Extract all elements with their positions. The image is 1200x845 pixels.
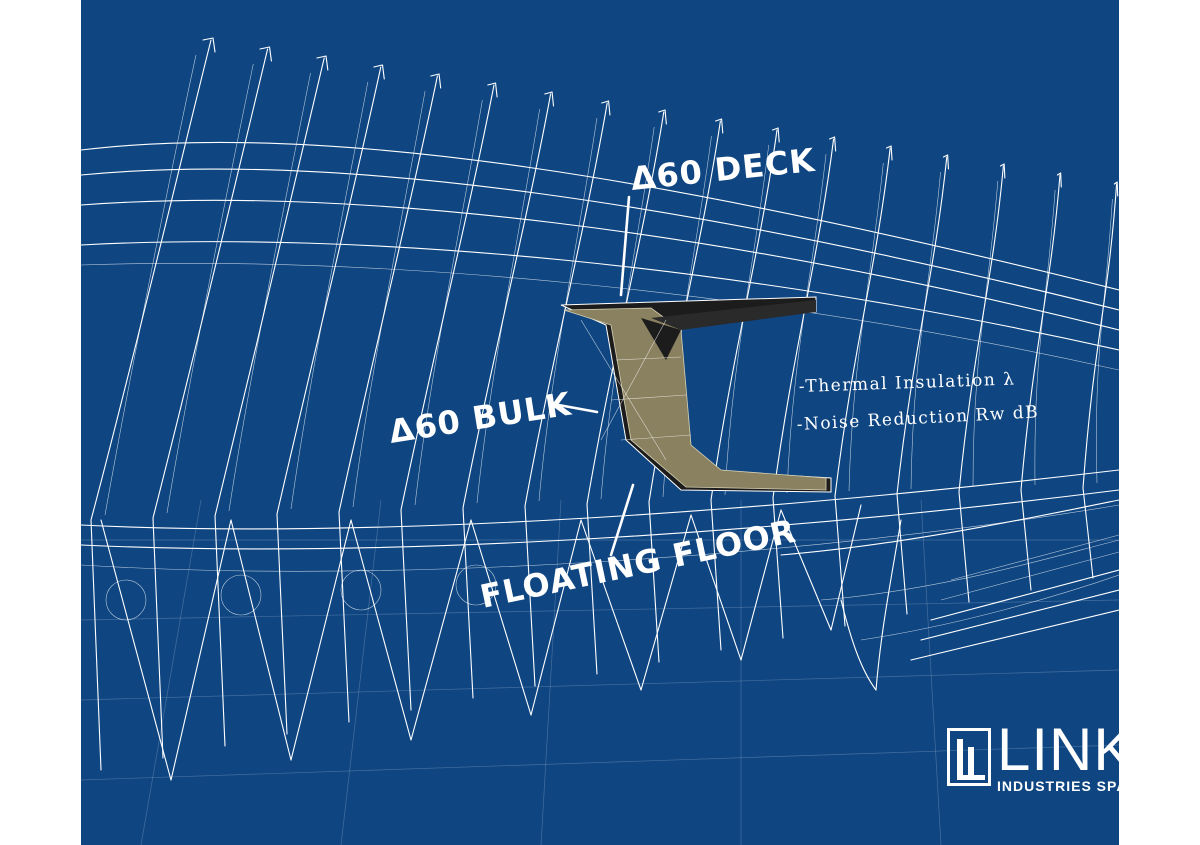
- frame-cap-1: [202, 37, 216, 53]
- hull-frame-5: [338, 75, 438, 723]
- hull-frame-inner-12: [786, 153, 827, 494]
- hull-frame-inner-3: [228, 72, 311, 512]
- frame-cap-9: [658, 109, 667, 125]
- frame-cap-16: [1056, 172, 1062, 188]
- floor-label: FLOATING FLOOR: [477, 512, 800, 616]
- hull-frame-8: [524, 102, 608, 687]
- hull-frame-1: [90, 39, 212, 771]
- logo-mark-icon: [947, 728, 991, 786]
- floor-leader-line: [609, 483, 635, 557]
- frame-cap-15: [999, 163, 1006, 179]
- frame-cap-4: [373, 64, 385, 80]
- frame-cap-3: [316, 55, 329, 71]
- portholes: [105, 564, 497, 621]
- hull-frame-6: [400, 84, 495, 711]
- hull-frame-13: [834, 147, 891, 627]
- blueprint-panel: Δ60 DECK Δ60 BULK FLOATING FLOOR -Therma…: [81, 0, 1119, 845]
- hull-frame-inner-16: [1034, 189, 1056, 486]
- thermal-note: -Thermal Insulation λ: [798, 369, 1015, 397]
- hull-frame-inner-7: [476, 108, 540, 504]
- frame-cap-2: [259, 46, 272, 62]
- hull-frame-inner-2: [166, 63, 254, 514]
- annotation-leaders: [551, 195, 635, 557]
- hull-frame-2: [152, 48, 269, 759]
- diagonal-bracing: [100, 504, 862, 781]
- hull-frame-inner-13: [848, 162, 884, 492]
- hull-frame-inner-15: [972, 180, 999, 488]
- frame-cap-13: [885, 145, 893, 161]
- hull-frame-16: [1020, 174, 1061, 591]
- background-grid: [81, 499, 1119, 845]
- hull-frame-inner-1: [104, 54, 197, 516]
- hull-frame-15: [958, 165, 1004, 603]
- hull-frame-7: [462, 93, 552, 699]
- frame-cap-8: [601, 100, 611, 116]
- logo-subtitle: INDUSTRIES SPA: [997, 778, 1119, 794]
- hull-frame-inner-17: [1096, 198, 1113, 484]
- hull-frame-inner-4: [290, 81, 369, 510]
- hull-frame-14: [896, 156, 948, 615]
- hull-frame-inner-8: [538, 117, 598, 502]
- frame-cap-6: [487, 82, 498, 98]
- bulk-leader-line: [551, 402, 599, 414]
- longitudinal-lines: [81, 141, 1119, 641]
- hull-frame-11: [710, 129, 778, 651]
- frame-cap-17: [1113, 181, 1119, 197]
- hull-frames: [90, 37, 1119, 771]
- lower-stringers: [840, 519, 1119, 691]
- frame-cap-11: [772, 127, 780, 143]
- frame-cap-5: [430, 73, 442, 89]
- hull-frame-inner-14: [910, 171, 941, 490]
- logo-wordmark: LINK: [997, 716, 1119, 783]
- hull-frame-4: [276, 66, 382, 735]
- frame-cap-12: [829, 136, 837, 152]
- company-logo: LINK INDUSTRIES SPA: [947, 716, 1119, 794]
- deck-leader-line: [619, 195, 631, 297]
- frame-cap-7: [544, 91, 555, 107]
- bulk-label: Δ60 BULK: [386, 385, 574, 451]
- hull-frame-inner-6: [414, 99, 483, 506]
- noise-note: -Noise Reduction Rw dB: [796, 402, 1039, 435]
- frame-cap-10: [715, 118, 724, 134]
- hull-frame-3: [214, 57, 325, 747]
- ship-hull-wireframe: Δ60 DECK Δ60 BULK FLOATING FLOOR -Therma…: [81, 37, 1119, 845]
- hull-frame-inner-5: [352, 90, 426, 508]
- hull-frame-17: [1082, 183, 1118, 579]
- insulation-panel-section: [560, 296, 832, 493]
- frame-cap-14: [942, 154, 950, 170]
